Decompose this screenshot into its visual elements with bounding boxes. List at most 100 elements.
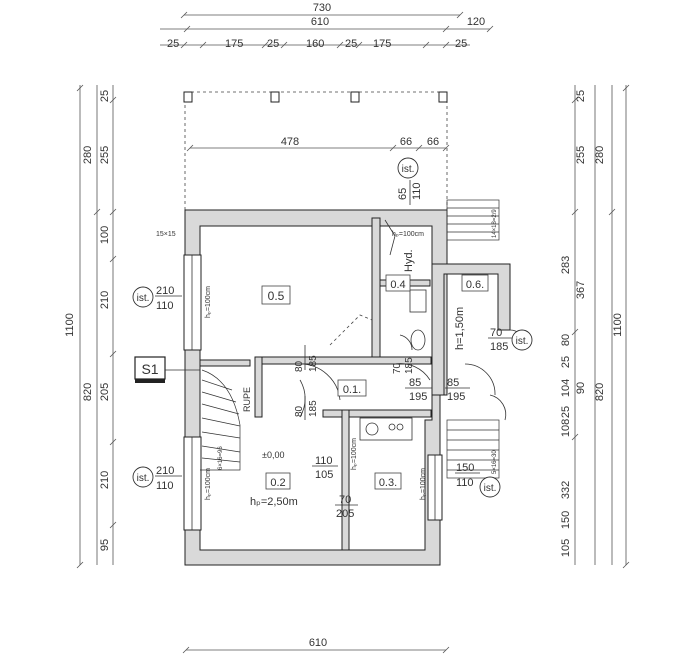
room-0-2: 0.2 bbox=[265, 472, 291, 490]
d7-height: 205 bbox=[336, 508, 354, 520]
room-label-0-2: 0.2 bbox=[270, 477, 285, 489]
d1-width: 80 bbox=[294, 360, 305, 372]
note-level: ±0,00 bbox=[262, 450, 284, 460]
ist-tag-3: ist. bbox=[484, 483, 497, 494]
room-label-0-1: 0.1. bbox=[343, 384, 361, 396]
room-0-5: 0.5 bbox=[261, 285, 291, 305]
w1-width: 210 bbox=[156, 285, 174, 297]
dim-66b: 66 bbox=[427, 136, 439, 148]
d3-width: 70 bbox=[392, 362, 403, 374]
room-0-3: 0.3. bbox=[374, 472, 402, 490]
dim-right-367: 367 bbox=[575, 281, 587, 299]
w1-height: 110 bbox=[156, 300, 174, 312]
top-dimensions: 730 610 120 25 175 25 160 25 175 25 bbox=[160, 2, 494, 50]
note-hp100-mid: hₚ=100cm bbox=[351, 438, 358, 470]
dim-right-1100: 1100 bbox=[612, 313, 624, 337]
d3-height: 185 bbox=[404, 357, 415, 374]
dim-top-120: 120 bbox=[467, 16, 485, 28]
room-label-0-6: 0.6. bbox=[466, 279, 484, 291]
fixtures bbox=[329, 219, 427, 441]
room-label-0-3: 0.3. bbox=[379, 477, 397, 489]
dim-seg-7: 25 bbox=[455, 38, 467, 50]
ist-tag-1: ist. bbox=[137, 293, 150, 304]
room-label-0-5: 0.5 bbox=[268, 289, 285, 303]
note-15x15: 15×15 bbox=[156, 231, 176, 238]
w4-height: 185 bbox=[490, 341, 508, 353]
d4-height: 195 bbox=[409, 391, 427, 403]
dim-right-25: 25 bbox=[575, 90, 587, 102]
dim-seg-6: 175 bbox=[373, 38, 391, 50]
right-dimensions: 25 255 283 367 104 90 108 332 80 25 25 1… bbox=[560, 84, 630, 569]
opening-dims: 210 110 210 110 150 110 70 185 65 110 80… bbox=[155, 180, 512, 520]
dim-left-280: 280 bbox=[82, 146, 94, 164]
dim-left-100: 100 bbox=[99, 226, 111, 244]
note-h250: hₚ=2,50m bbox=[250, 496, 298, 508]
note-hp100-right: hₚ=100cm bbox=[420, 468, 427, 500]
d4-width: 85 bbox=[409, 377, 421, 389]
note-stair3: 6×16=96 bbox=[218, 446, 224, 470]
w2-width: 210 bbox=[156, 465, 174, 477]
dim-bottom-610: 610 bbox=[309, 637, 327, 649]
dim-right-80: 80 bbox=[560, 334, 572, 346]
w4-width: 70 bbox=[490, 327, 502, 339]
dim-seg-4: 160 bbox=[306, 38, 324, 50]
note-hp100-left1: hₚ=100cm bbox=[205, 286, 212, 318]
note-stair2: 5×16=30 bbox=[492, 450, 498, 474]
dim-left-210b: 210 bbox=[99, 471, 111, 489]
dim-left-255: 255 bbox=[99, 146, 111, 164]
pergola-outline: 478 66 66 bbox=[183, 91, 450, 211]
dim-seg-1: 25 bbox=[167, 38, 179, 50]
note-hyd: Hyd. bbox=[403, 249, 415, 272]
d5-width: 85 bbox=[447, 377, 459, 389]
left-dimensions: 1100 280 820 25 255 100 210 205 210 95 bbox=[64, 84, 117, 569]
dim-top-610: 610 bbox=[311, 16, 329, 28]
room-0-6: 0.6. bbox=[461, 274, 489, 292]
dim-right-105: 105 bbox=[560, 539, 572, 557]
ist-tag-4: ist. bbox=[402, 164, 415, 175]
note-hp100-top: hₚ=100cm bbox=[392, 231, 424, 238]
d6-height: 105 bbox=[315, 469, 333, 481]
annotations: hₚ=100cm hₚ=100cm hₚ=100cm hₚ=100cm hₚ=1… bbox=[156, 209, 498, 508]
room-0-4: 0.4 bbox=[385, 274, 411, 292]
room-0-1: 0.1. bbox=[337, 379, 367, 397]
note-rupe: RUPE bbox=[242, 387, 252, 412]
w3-height: 110 bbox=[456, 477, 474, 489]
top-opening-1: 65 bbox=[397, 188, 409, 200]
w3-width: 150 bbox=[456, 462, 474, 474]
dim-seg-5: 25 bbox=[345, 38, 357, 50]
dim-left-820: 820 bbox=[82, 383, 94, 401]
note-h150: h=1,50m bbox=[454, 307, 466, 350]
section-mark-s1: S1 bbox=[134, 356, 200, 383]
note-hp100-left2: hₚ=100cm bbox=[205, 468, 212, 500]
dim-seg-2: 175 bbox=[225, 38, 243, 50]
room-label-0-4: 0.4 bbox=[390, 279, 405, 291]
w2-height: 110 bbox=[156, 480, 174, 492]
dim-seg-3: 25 bbox=[267, 38, 279, 50]
dim-left-95: 95 bbox=[99, 539, 111, 551]
dim-right-25b: 25 bbox=[560, 356, 572, 368]
top-opening-2: 110 bbox=[411, 182, 423, 200]
dim-left-205: 205 bbox=[99, 383, 111, 401]
ist-tag-2: ist. bbox=[137, 473, 150, 484]
ist-tags: ist. ist. ist. ist. ist. bbox=[132, 157, 533, 498]
dim-right-283: 283 bbox=[560, 256, 572, 274]
dim-left-25: 25 bbox=[99, 90, 111, 102]
d2-height: 185 bbox=[308, 400, 319, 417]
dim-right-104: 104 bbox=[560, 379, 572, 397]
dim-right-280: 280 bbox=[594, 146, 606, 164]
dim-left-1100: 1100 bbox=[64, 313, 76, 337]
dim-right-820: 820 bbox=[594, 383, 606, 401]
stairs bbox=[200, 199, 500, 479]
dim-right-150: 150 bbox=[560, 511, 572, 529]
d2-width: 80 bbox=[294, 405, 305, 417]
ist-tag-5: ist. bbox=[516, 336, 529, 347]
bottom-dimension: 610 bbox=[182, 637, 450, 654]
note-stair1: 14×18=2/9 bbox=[492, 209, 498, 238]
dim-right-255: 255 bbox=[575, 146, 587, 164]
d5-height: 195 bbox=[447, 391, 465, 403]
dim-66a: 66 bbox=[400, 136, 412, 148]
dim-left-210a: 210 bbox=[99, 291, 111, 309]
dim-478: 478 bbox=[281, 136, 299, 148]
d6-width: 110 bbox=[315, 455, 333, 467]
